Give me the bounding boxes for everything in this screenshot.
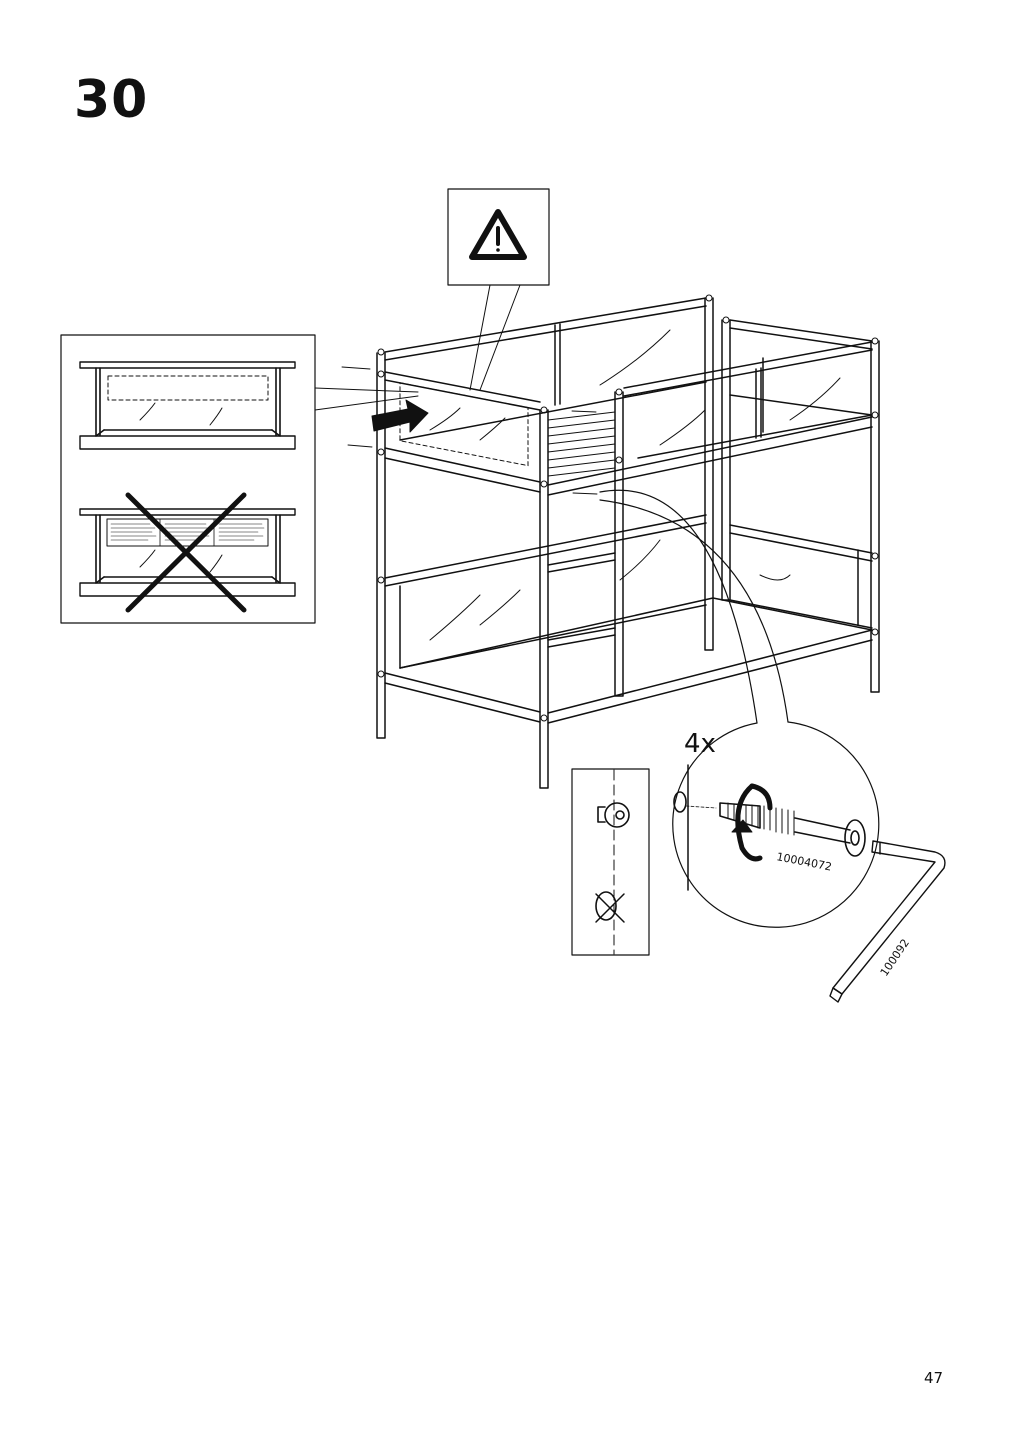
zoom-callout-lines bbox=[599, 489, 789, 724]
screw-part-number: 10004072 bbox=[775, 850, 832, 873]
quantity-label: 4x bbox=[684, 729, 716, 759]
rotate-arrow-icon bbox=[731, 783, 773, 862]
screw-detail bbox=[672, 721, 880, 928]
warning-callout bbox=[447, 188, 550, 391]
step-number: 30 bbox=[74, 70, 149, 130]
allen-key bbox=[829, 840, 946, 1003]
bunk-bed-drawing bbox=[341, 294, 880, 789]
push-arrow-icon bbox=[371, 399, 429, 433]
cross-mark-icon bbox=[125, 492, 247, 613]
correct-label-position bbox=[79, 361, 296, 450]
warning-triangle-icon bbox=[469, 209, 527, 260]
screw-head-check-panel bbox=[571, 768, 650, 956]
incorrect-label-position bbox=[79, 492, 296, 613]
page-number: 47 bbox=[924, 1369, 944, 1387]
label-detail-panel bbox=[60, 334, 419, 624]
